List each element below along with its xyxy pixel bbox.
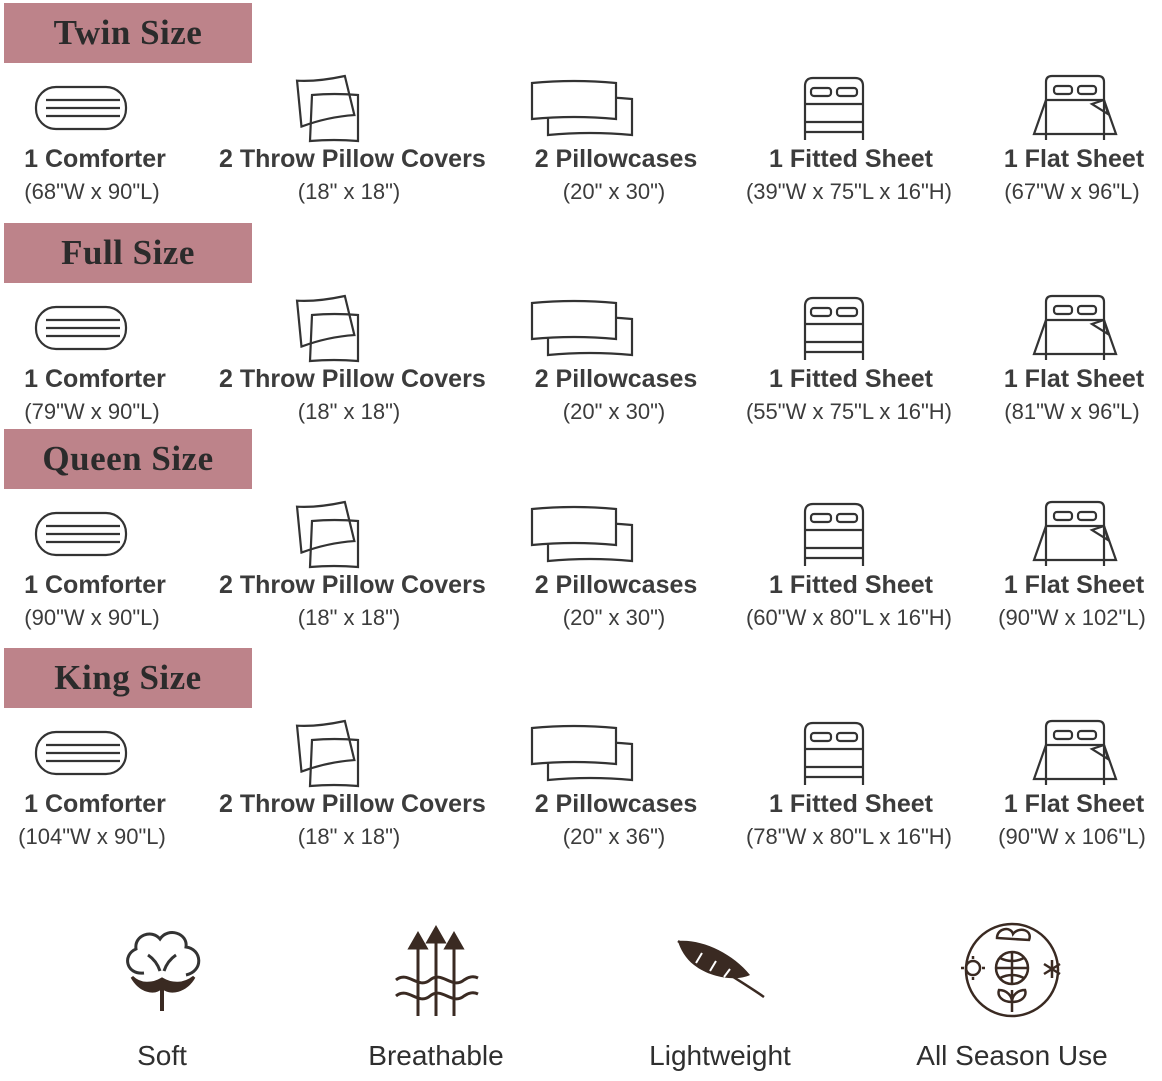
size-title: King Size	[4, 648, 252, 708]
item-name: 2 Pillowcases	[534, 790, 698, 818]
cotton-icon	[32, 915, 292, 1025]
item-dimensions: (67"W x 96"L)	[1004, 179, 1140, 204]
item-dimensions: (104"W x 90"L)	[18, 824, 166, 849]
item-name: 1 Fitted Sheet	[769, 365, 933, 393]
pillowcase-icon	[530, 69, 636, 149]
item-dimensions: (55"W x 75"L x 16"H)	[745, 399, 952, 424]
feature-label: Breathable	[368, 1040, 504, 1071]
comforter-icon	[34, 69, 130, 149]
item-name: 1 Comforter	[24, 145, 166, 173]
item-dimensions: (18" x 18")	[297, 605, 401, 630]
size-section-twin: Twin Size 1 Comforter (68"W x 90"L) 2 Th…	[0, 3, 1162, 218]
size-section-king: King Size 1 Comforter (104"W x 90"L) 2 T…	[0, 648, 1162, 863]
flat-sheet-icon	[1030, 69, 1120, 149]
item-name: 2 Pillowcases	[534, 365, 698, 393]
item-name: 2 Throw Pillow Covers	[219, 365, 486, 393]
item-dimensions: (18" x 18")	[297, 399, 401, 424]
size-title: Twin Size	[4, 3, 252, 63]
feature-label: Lightweight	[649, 1040, 791, 1071]
item-dimensions: (81"W x 96"L)	[1004, 399, 1140, 424]
pillowcase-icon	[530, 289, 636, 369]
item-dimensions: (60"W x 80"L x 16"H)	[745, 605, 952, 630]
throw-pillow-icon	[290, 289, 366, 369]
size-title: Queen Size	[4, 429, 252, 489]
pillowcase-icon	[530, 495, 636, 575]
fitted-sheet-icon	[801, 714, 867, 794]
comforter-icon	[34, 495, 130, 575]
flat-sheet-icon	[1030, 289, 1120, 369]
item-name: 1 Flat Sheet	[1003, 571, 1145, 599]
throw-pillow-icon	[290, 714, 366, 794]
item-name: 1 Comforter	[24, 365, 166, 393]
item-dimensions: (18" x 18")	[297, 179, 401, 204]
item-name: 1 Comforter	[24, 571, 166, 599]
item-name: 1 Fitted Sheet	[769, 790, 933, 818]
item-name: 1 Flat Sheet	[1003, 790, 1145, 818]
item-name: 1 Fitted Sheet	[769, 571, 933, 599]
item-name: 1 Comforter	[24, 790, 166, 818]
item-name: 1 Flat Sheet	[1003, 365, 1145, 393]
item-name: 2 Pillowcases	[534, 145, 698, 173]
item-dimensions: (20" x 30")	[562, 605, 666, 630]
item-name: 2 Throw Pillow Covers	[219, 790, 486, 818]
fitted-sheet-icon	[801, 495, 867, 575]
item-dimensions: (79"W x 90"L)	[24, 399, 160, 424]
item-dimensions: (90"W x 90"L)	[24, 605, 160, 630]
fitted-sheet-icon	[801, 289, 867, 369]
size-title: Full Size	[4, 223, 252, 283]
throw-pillow-icon	[290, 495, 366, 575]
item-dimensions: (68"W x 90"L)	[24, 179, 160, 204]
size-section-full: Full Size 1 Comforter (79"W x 90"L) 2 Th…	[0, 223, 1162, 438]
feature-label: Soft	[137, 1040, 187, 1071]
item-dimensions: (20" x 36")	[562, 824, 666, 849]
item-dimensions: (78"W x 80"L x 16"H)	[745, 824, 952, 849]
item-name: 1 Flat Sheet	[1003, 145, 1145, 173]
fitted-sheet-icon	[801, 69, 867, 149]
feather-icon	[590, 915, 850, 1025]
feature-label: All Season Use	[916, 1040, 1108, 1071]
pillowcase-icon	[530, 714, 636, 794]
item-name: 2 Pillowcases	[534, 571, 698, 599]
item-dimensions: (90"W x 102"L)	[998, 605, 1146, 630]
item-dimensions: (39"W x 75"L x 16"H)	[745, 179, 952, 204]
item-name: 2 Throw Pillow Covers	[219, 145, 486, 173]
item-name: 1 Fitted Sheet	[769, 145, 933, 173]
comforter-icon	[34, 289, 130, 369]
item-dimensions: (18" x 18")	[297, 824, 401, 849]
airflow-icon	[306, 915, 566, 1025]
comforter-icon	[34, 714, 130, 794]
item-dimensions: (90"W x 106"L)	[998, 824, 1146, 849]
item-name: 2 Throw Pillow Covers	[219, 571, 486, 599]
throw-pillow-icon	[290, 69, 366, 149]
item-dimensions: (20" x 30")	[562, 179, 666, 204]
size-section-queen: Queen Size 1 Comforter (90"W x 90"L) 2 T…	[0, 429, 1162, 644]
item-dimensions: (20" x 30")	[562, 399, 666, 424]
seasons-icon	[882, 915, 1142, 1025]
flat-sheet-icon	[1030, 714, 1120, 794]
flat-sheet-icon	[1030, 495, 1120, 575]
